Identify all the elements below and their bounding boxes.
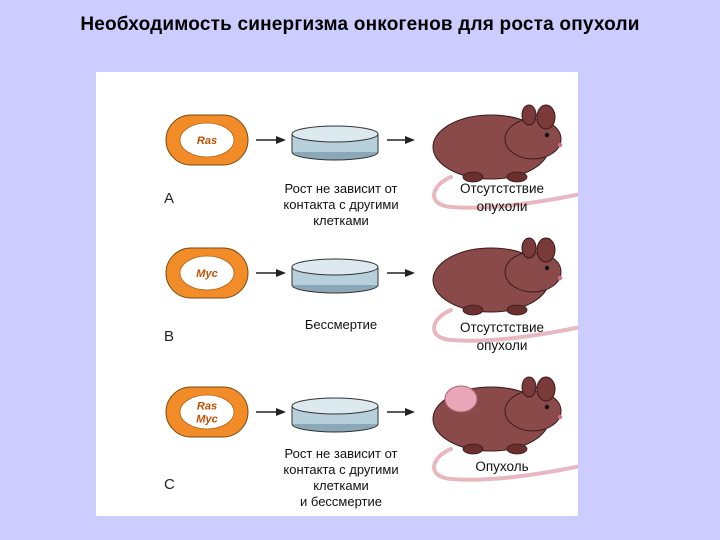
row-label-b: B [164,328,175,345]
arrowhead [405,408,415,416]
row-a: Ras [165,104,623,210]
gene-label: Myc [196,414,217,426]
outcome-text-b: Отсутстствие опухоли [460,320,544,353]
gene-label: Ras [197,135,217,147]
mouse-icon [432,237,623,343]
row-label-a: A [164,190,175,207]
row-b: Myc [165,237,623,343]
arrowhead [276,408,286,416]
outcome-text-c: Опухоль [475,459,529,474]
mouse-nose [557,414,563,420]
gene-label: Myc [196,268,217,280]
dish-rim [291,125,379,143]
cell-nucleus [179,394,235,430]
effect-text-b: Бессмертие [304,317,378,332]
mouse-icon [432,104,623,210]
mouse-eye [544,265,550,271]
mouse-eye [544,404,550,410]
mouse-foot [462,171,484,183]
mouse-ear [521,376,537,398]
mouse-foot [462,443,484,455]
mouse-foot [506,443,528,455]
mouse-foot [506,304,528,316]
mouse-ear [536,237,556,263]
dish-rim [291,397,379,415]
mouse-ear [521,237,537,259]
arrowhead [276,136,286,144]
tumor-mass [444,385,478,413]
mouse-nose [557,275,563,281]
row-label-c: C [164,476,175,493]
arrowhead [405,269,415,277]
effect-text-a: Рост не зависит от контакта с другими кл… [283,181,399,228]
arrowhead [276,269,286,277]
dish-rim [291,258,379,276]
mouse-nose [557,142,563,148]
cell-nucleus [179,255,235,291]
effect-text-c: Рост не зависит от контакта с другими кл… [283,446,399,509]
slide-title: Необходимость синергизма онкогенов для р… [80,14,640,35]
mouse-icon [432,376,623,482]
mouse-foot [462,304,484,316]
outcome-text-a: Отсутстствие опухоли [460,181,544,214]
mouse-ear [521,104,537,126]
arrowhead [405,136,415,144]
mouse-foot [506,171,528,183]
gene-label: Ras [197,401,217,413]
mouse-eye [544,132,550,138]
cell-nucleus [179,122,235,158]
mouse-ear [536,104,556,130]
mouse-ear [536,376,556,402]
